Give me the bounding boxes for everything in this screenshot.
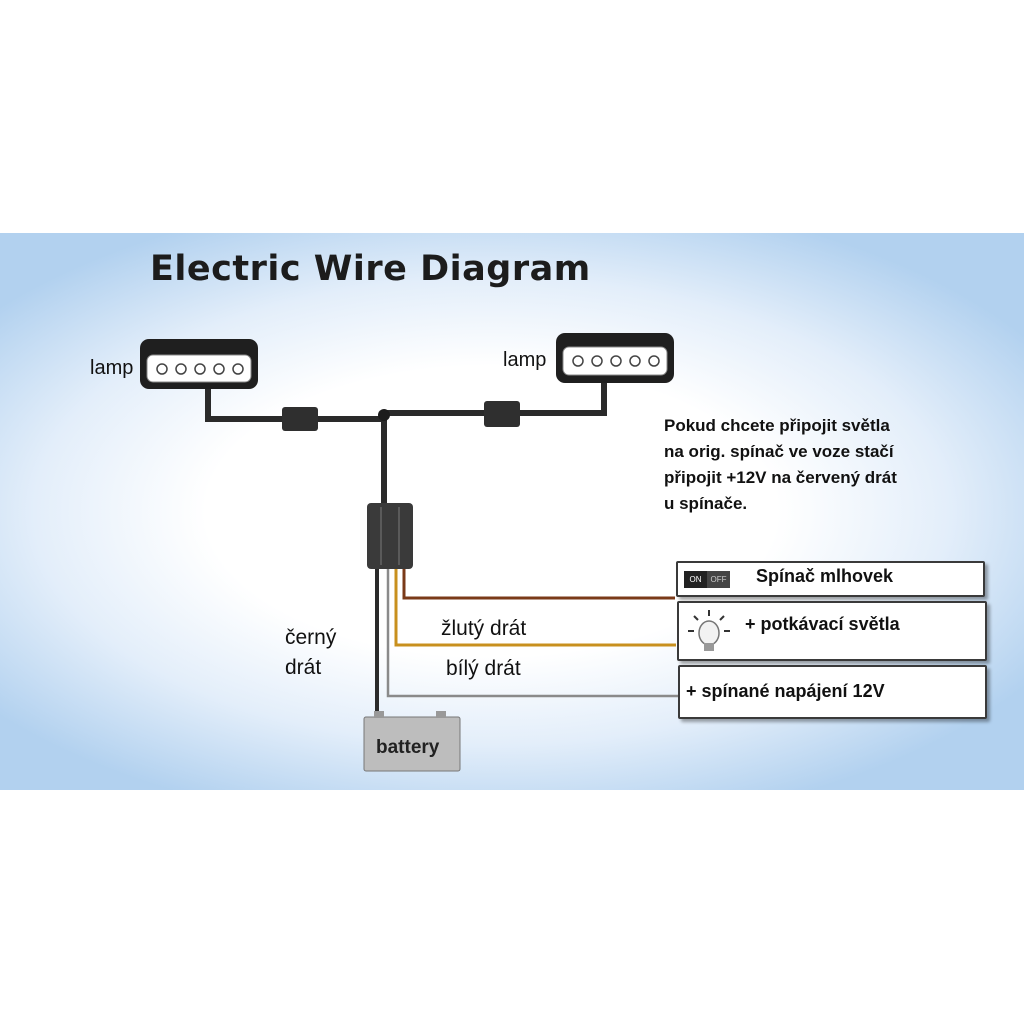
- wire-yellow: [394, 569, 676, 647]
- black-wire-label-line2: drát: [285, 656, 322, 679]
- ignition-power-label: + spínané napájení 12V: [686, 681, 885, 701]
- low-beam-label: + potkávací světla: [745, 614, 900, 634]
- note-line: na orig. spínač ve voze stačí: [664, 442, 894, 461]
- fog-switch-box: ON OFF Spínač mlhovek: [676, 561, 985, 597]
- battery: [363, 711, 461, 772]
- lamp-right: [556, 333, 674, 383]
- white-wire-label: bílý drát: [446, 657, 521, 680]
- connector-right: [484, 401, 520, 427]
- black-wire-label-line1: černý: [285, 626, 337, 649]
- lamp-left-label: lamp: [90, 357, 134, 379]
- note-line: Pokud chcete připojit světla: [664, 416, 890, 435]
- battery-label: battery: [376, 737, 440, 758]
- on-off-switch-icon: ON OFF: [684, 571, 730, 588]
- diagram-panel: Electric Wire Diagram: [0, 233, 1024, 790]
- junction-node: [378, 409, 390, 421]
- lamp-harness: [205, 383, 607, 505]
- relay-block: [367, 503, 413, 569]
- wire-white: [386, 569, 678, 698]
- switch-off-label: OFF: [707, 571, 730, 588]
- connector-left: [282, 407, 318, 431]
- lamp-right-label: lamp: [503, 349, 547, 371]
- lamp-left: [140, 339, 258, 389]
- instruction-note: Pokud chcete připojit světla na orig. sp…: [664, 413, 1004, 517]
- ignition-power-box: + spínané napájení 12V: [678, 665, 987, 719]
- wire-red: [402, 569, 675, 600]
- note-line: připojit +12V na červený drát: [664, 468, 897, 487]
- bulb-icon: [688, 610, 730, 651]
- switch-on-label: ON: [689, 575, 702, 584]
- fog-switch-label: Spínač mlhovek: [756, 566, 894, 586]
- low-beam-box: + potkávací světla: [677, 601, 987, 661]
- yellow-wire-label: žlutý drát: [441, 617, 527, 640]
- diagram-title: Electric Wire Diagram: [150, 249, 591, 289]
- wiring-svg: [140, 333, 678, 772]
- black-wire-label: černý drát: [285, 623, 336, 683]
- note-line: u spínače.: [664, 494, 748, 513]
